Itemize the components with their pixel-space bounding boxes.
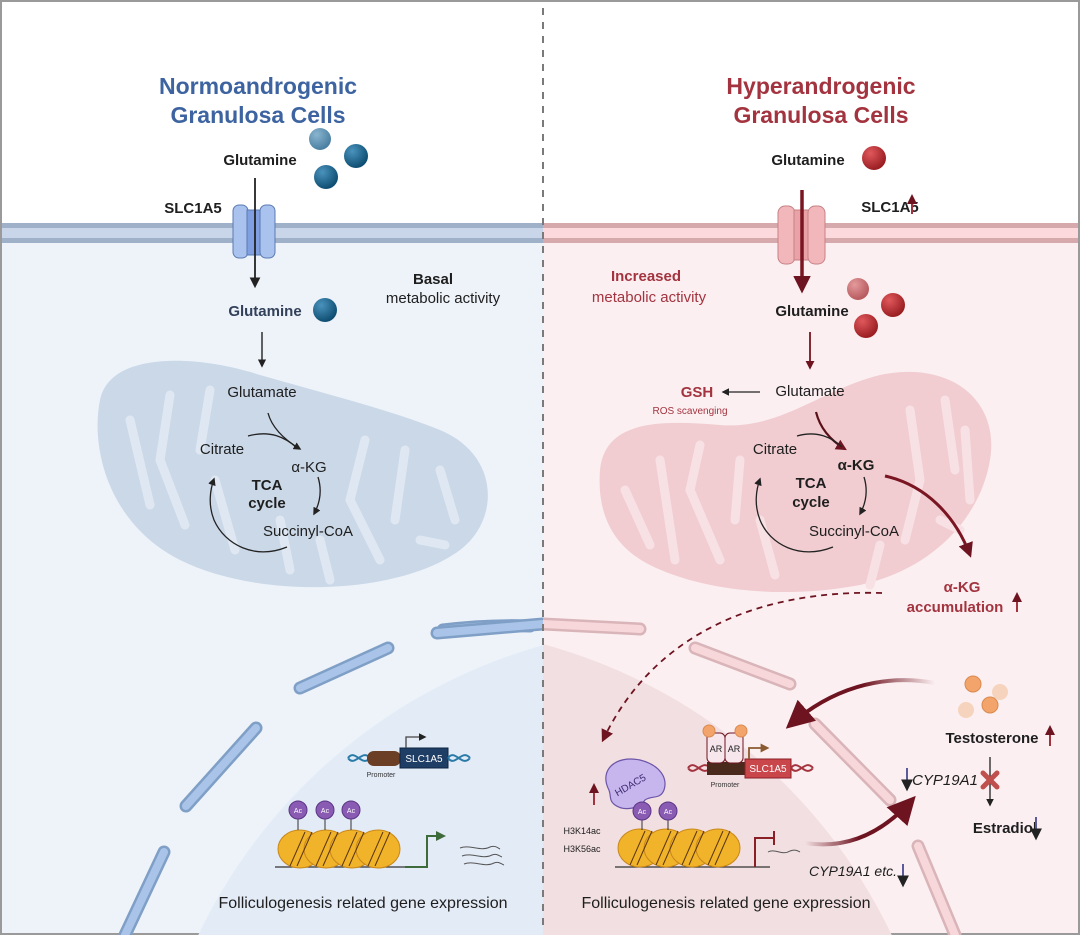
- histone-mark-h3k56ac: H3K56ac: [563, 844, 601, 854]
- right-title-line1: Hyperandrogenic: [726, 73, 915, 99]
- right-gene-label: SLC1A5: [749, 764, 787, 775]
- left-tca-line2: cycle: [248, 495, 286, 512]
- right-akg-label: α-KG: [838, 457, 875, 474]
- left-glutamine-molecules-outside: [309, 128, 368, 189]
- left-promoter-label: Promoter: [367, 772, 396, 779]
- left-glutamine-outside-label: Glutamine: [223, 152, 296, 169]
- cyp19a1-etc-label: CYP19A1 etc.: [809, 863, 897, 879]
- testosterone-molecule: [958, 702, 974, 718]
- right-glutamine-molecules-inside: [847, 278, 905, 338]
- acetyl-mark: [341, 800, 361, 820]
- right-citrate-label: Citrate: [753, 441, 797, 458]
- acetyl-label: Ac: [321, 808, 330, 815]
- right-glutamine-inside-label: Glutamine: [775, 303, 848, 320]
- left-glutamine-inside-label: Glutamine: [228, 303, 301, 320]
- left-slc1a5-transporter-icon: [232, 204, 276, 259]
- acetyl-mark: [632, 801, 652, 821]
- right-tca-line2: cycle: [792, 494, 830, 511]
- gsh-label: GSH: [681, 384, 714, 401]
- left-activity-desc: metabolic activity: [386, 290, 501, 307]
- right-tca-line1: TCA: [796, 475, 827, 492]
- right-transporter-label: SLC1A5: [861, 199, 919, 216]
- right-activity-strong: Increased: [611, 268, 681, 285]
- left-akg-label: α-KG: [291, 459, 326, 476]
- left-title-line2: Granulosa Cells: [170, 102, 345, 128]
- hdac5-icon: [605, 758, 666, 810]
- testosterone-molecule: [964, 675, 982, 693]
- testosterone-molecules: [958, 675, 1008, 718]
- glutamine-molecule: [309, 128, 331, 150]
- akg-accum-line1: α-KG: [944, 579, 981, 596]
- glutamine-molecule: [854, 314, 878, 338]
- glutamine-molecule: [314, 165, 338, 189]
- acetyl-label: Ac: [294, 808, 303, 815]
- blocked-cross-icon: [980, 770, 1000, 790]
- gene-to-cyp19a1-arrow: [804, 795, 916, 847]
- acetyl-mark: [658, 801, 678, 821]
- right-succinyl-label: Succinyl-CoA: [809, 523, 899, 540]
- left-transporter-label: SLC1A5: [164, 200, 222, 217]
- left-gene-expression-label: Folliculogenesis related gene expression: [218, 895, 507, 912]
- left-activity-strong: Basal: [413, 271, 453, 288]
- glutamine-molecule: [881, 293, 905, 317]
- acetyl-mark: [288, 800, 308, 820]
- right-activity-desc: metabolic activity: [592, 289, 707, 306]
- right-glutamine-outside-label: Glutamine: [771, 152, 844, 169]
- akg-accumulation-arrow: [884, 474, 973, 558]
- acetyl-label: Ac: [347, 808, 356, 815]
- testosterone-molecule: [992, 684, 1008, 700]
- left-mitochondrion-icon: [97, 360, 488, 588]
- acetyl-mark: [315, 800, 335, 820]
- right-glutamate-label: Glutamate: [775, 383, 844, 400]
- right-title-line2: Granulosa Cells: [733, 102, 908, 128]
- left-slc1a5-gene-icon: [347, 733, 471, 769]
- right-gene-expression-label: Folliculogenesis related gene expression: [581, 895, 870, 912]
- left-nucleosome-array-icon: [275, 829, 505, 869]
- ar-label: AR: [728, 744, 741, 754]
- glutamine-molecule: [847, 278, 869, 300]
- ros-scavenging-label: ROS scavenging: [652, 406, 727, 417]
- cyp19a1-enzyme-label: CYP19A1: [912, 772, 978, 789]
- left-succinyl-label: Succinyl-CoA: [263, 523, 353, 540]
- left-glutamine-molecule-inside: [313, 298, 337, 322]
- left-citrate-label: Citrate: [200, 441, 244, 458]
- left-title-line1: Normoandrogenic: [159, 73, 357, 99]
- left-tca-line1: TCA: [252, 477, 283, 494]
- acetyl-label: Ac: [664, 809, 673, 816]
- right-promoter-label: Promoter: [711, 782, 740, 789]
- akg-accum-line2: accumulation: [907, 599, 1004, 616]
- testosterone-label: Testosterone: [945, 730, 1038, 747]
- left-tca-cycle-arrows: [208, 412, 321, 553]
- ar-label: AR: [710, 744, 723, 754]
- right-acetyl-marks: Ac Ac: [632, 801, 678, 830]
- left-acetyl-marks: Ac Ac Ac: [288, 800, 361, 830]
- testosterone-molecule: [981, 696, 999, 714]
- testosterone-to-ar-arrow: [785, 678, 936, 729]
- left-gene-label: SLC1A5: [405, 754, 443, 765]
- estradiol-label: Estradiol: [973, 820, 1037, 837]
- right-glutamine-molecule-outside: [862, 146, 886, 170]
- glutamine-molecule: [344, 144, 368, 168]
- left-glutamate-label: Glutamate: [227, 384, 296, 401]
- right-nucleosome-array-icon: [615, 828, 801, 868]
- histone-mark-h3k14ac: H3K14ac: [563, 826, 601, 836]
- right-mitochondrion-icon: [599, 371, 992, 593]
- right-tca-cycle-arrows: [754, 411, 867, 553]
- right-slc1a5-gene-ar-icon: [687, 724, 814, 779]
- acetyl-label: Ac: [638, 809, 647, 816]
